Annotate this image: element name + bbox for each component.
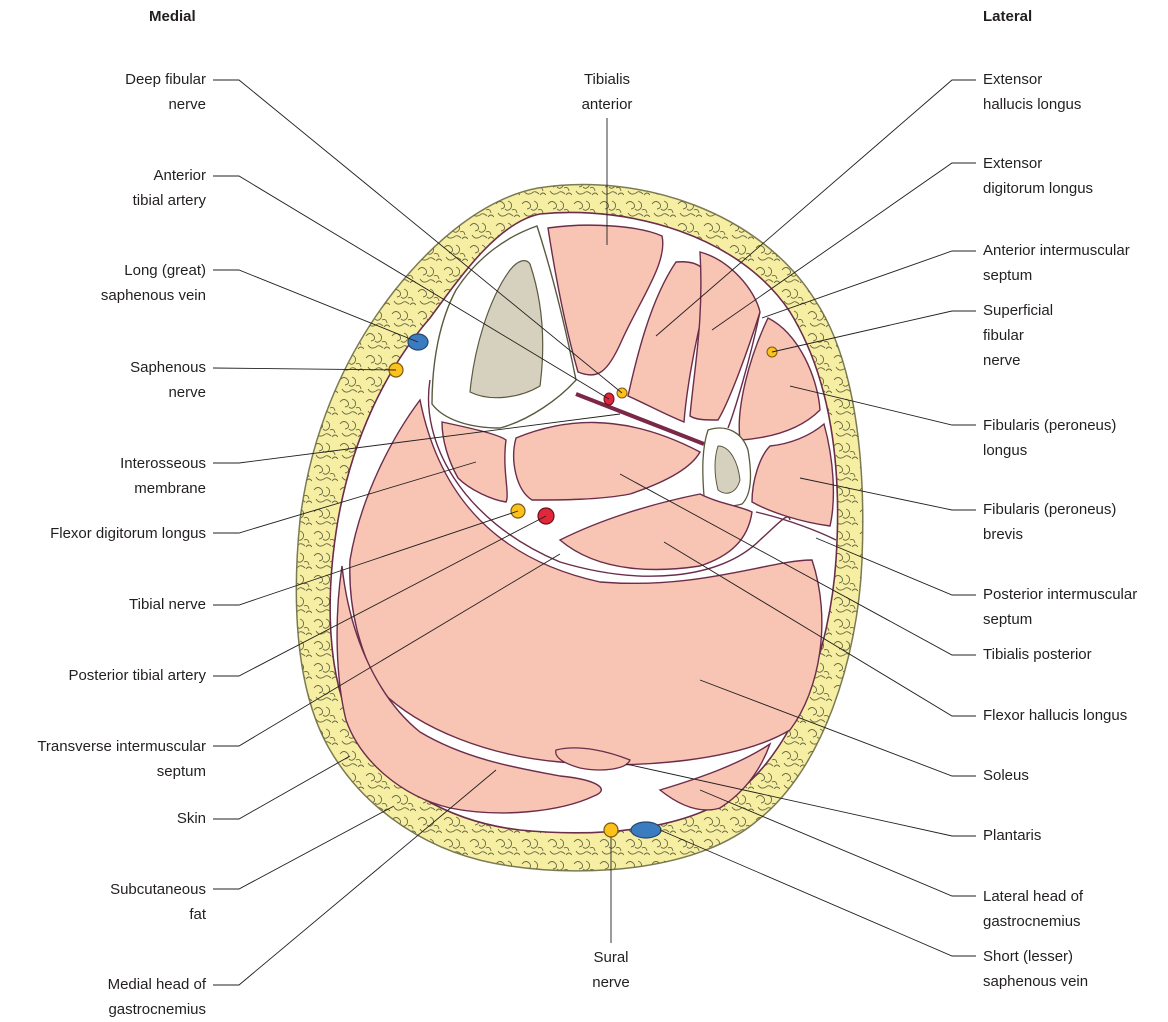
- leader-skin: [213, 756, 350, 819]
- short-saphenous-vein: [631, 822, 661, 838]
- label-posterior-tibial-artery: Posterior tibial artery: [68, 663, 206, 688]
- sural-nerve: [604, 823, 618, 837]
- label-short-saphenous-vein: Short (lesser)saphenous vein: [983, 944, 1088, 994]
- label-flexor-hallucis-longus: Flexor hallucis longus: [983, 703, 1127, 728]
- lateral-heading: Lateral: [983, 8, 1032, 25]
- label-plantaris: Plantaris: [983, 823, 1041, 848]
- label-soleus: Soleus: [983, 763, 1029, 788]
- label-flexor-digitorum-longus: Flexor digitorum longus: [50, 521, 206, 546]
- label-skin: Skin: [177, 806, 206, 831]
- label-long-saphenous-vein: Long (great)saphenous vein: [101, 258, 206, 308]
- label-tibial-nerve: Tibial nerve: [129, 592, 206, 617]
- label-tibialis-posterior: Tibialis posterior: [983, 642, 1092, 667]
- label-fibularis-brevis: Fibularis (peroneus)brevis: [983, 497, 1116, 547]
- label-fibularis-longus: Fibularis (peroneus)longus: [983, 413, 1116, 463]
- medial-heading: Medial: [149, 8, 196, 25]
